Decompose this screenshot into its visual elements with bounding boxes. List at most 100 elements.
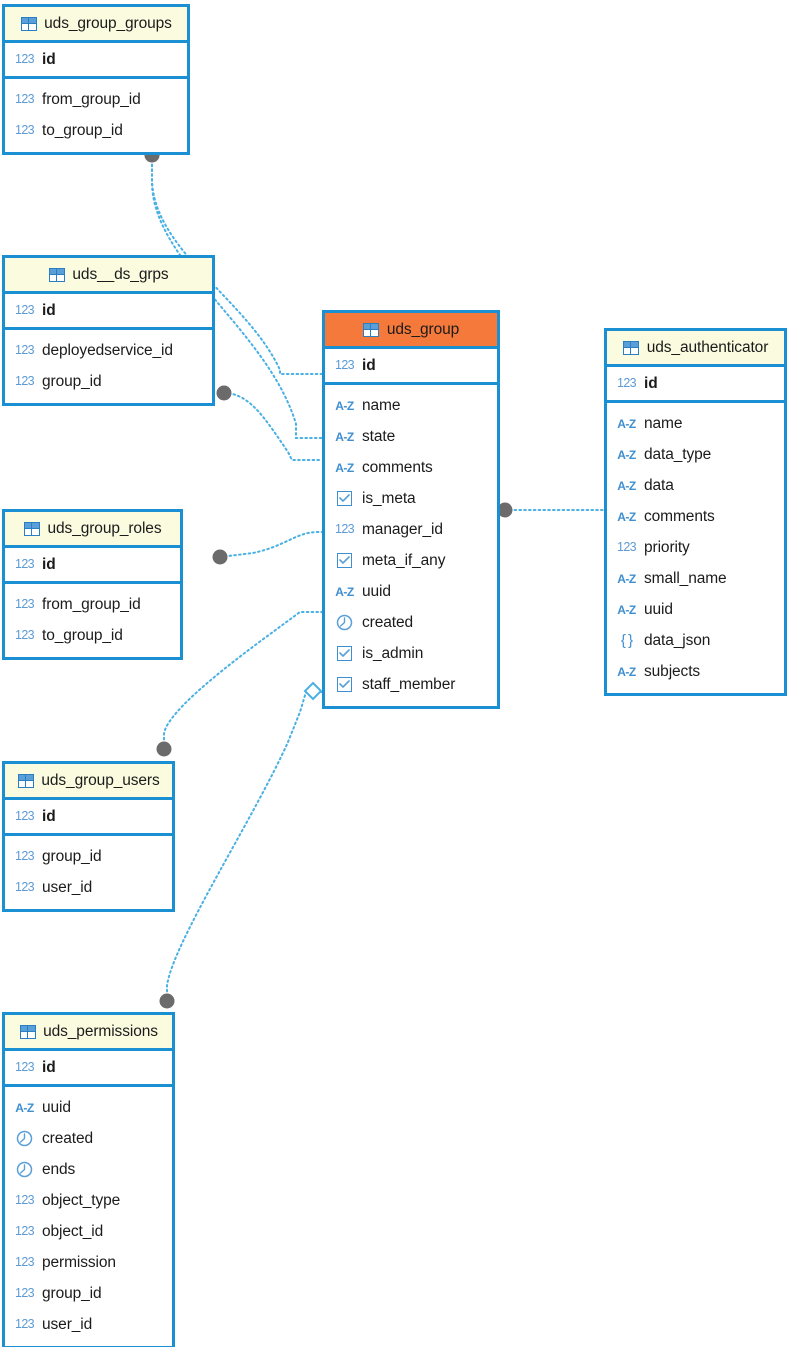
column-label: name bbox=[644, 414, 683, 432]
relationship-ds_grps-to-group-comments[interactable] bbox=[216, 385, 323, 461]
entity-column-row[interactable]: staff_member bbox=[325, 669, 497, 700]
column-label: uuid bbox=[42, 1098, 71, 1116]
entity-header-uds_group[interactable]: uds_group bbox=[325, 313, 497, 349]
checkbox-icon bbox=[334, 552, 355, 570]
column-label: small_name bbox=[644, 569, 727, 587]
entity-header-uds__ds_grps[interactable]: uds__ds_grps bbox=[5, 258, 212, 294]
column-label: staff_member bbox=[362, 675, 456, 693]
number-icon: 123 bbox=[14, 880, 35, 895]
table-icon bbox=[24, 520, 41, 538]
relationship-endpoint-circle bbox=[212, 549, 228, 565]
alpha-icon: A-Z bbox=[617, 664, 636, 679]
entity-header-uds_group_users[interactable]: uds_group_users bbox=[5, 764, 172, 800]
number-icon: 123 bbox=[14, 809, 35, 824]
entity-title: uds_group_groups bbox=[44, 14, 172, 32]
number-icon: 123 bbox=[14, 303, 35, 318]
entity-column-row[interactable]: ends bbox=[5, 1154, 172, 1185]
relationship-endpoint-circle bbox=[216, 385, 232, 401]
entity-title: uds_permissions bbox=[43, 1022, 158, 1040]
number-icon: 123 bbox=[14, 1224, 35, 1239]
relationship-endpoint-diamond bbox=[303, 681, 323, 701]
relationship-group-to-authenticator[interactable] bbox=[497, 502, 605, 518]
entity-column-row[interactable]: is_admin bbox=[325, 638, 497, 669]
entity-column-row[interactable]: created bbox=[325, 607, 497, 638]
column-label: data_json bbox=[644, 631, 711, 649]
checkbox-icon bbox=[334, 676, 355, 694]
number-icon: 123 bbox=[616, 376, 637, 391]
entity-header-uds_group_groups[interactable]: uds_group_groups bbox=[5, 7, 187, 43]
entity-column-row[interactable]: meta_if_any bbox=[325, 545, 497, 576]
entity-title: uds_group_users bbox=[41, 771, 160, 789]
relationship-group_roles-to-group-manager[interactable] bbox=[212, 531, 323, 565]
relationship-permissions-to-group-staff[interactable] bbox=[159, 681, 323, 1009]
number-icon: 123 bbox=[14, 123, 35, 138]
column-label: id bbox=[42, 301, 56, 319]
entity-column-row[interactable]: A-Z uuid bbox=[5, 1092, 172, 1123]
column-label: from_group_id bbox=[42, 595, 141, 613]
entity-column-row[interactable]: created bbox=[5, 1123, 172, 1154]
entity-primary-key-row[interactable]: 123 id bbox=[5, 294, 212, 330]
entity-column-row[interactable]: { }data_json bbox=[607, 625, 784, 656]
entity-header-uds_authenticator[interactable]: uds_authenticator bbox=[607, 331, 784, 367]
entity-header-uds_permissions[interactable]: uds_permissions bbox=[5, 1015, 172, 1051]
column-label: uuid bbox=[644, 600, 673, 618]
column-label: id bbox=[42, 807, 56, 825]
column-label: uuid bbox=[362, 582, 391, 600]
entity-title: uds_group bbox=[386, 320, 460, 338]
column-label: permission bbox=[42, 1253, 116, 1271]
entity-column-row[interactable]: 123 to_group_id bbox=[5, 115, 187, 146]
entity-primary-key-row[interactable]: 123 id bbox=[5, 800, 172, 836]
column-label: data bbox=[644, 476, 674, 494]
alpha-icon: A-Z bbox=[15, 1100, 34, 1115]
number-icon: 123 bbox=[14, 849, 35, 864]
number-icon: 123 bbox=[14, 628, 35, 643]
entity-column-row[interactable]: is_meta bbox=[325, 483, 497, 514]
column-label: subjects bbox=[644, 662, 701, 680]
column-label: manager_id bbox=[362, 520, 443, 538]
column-label: id bbox=[362, 356, 376, 374]
entity-header-uds_group_roles[interactable]: uds_group_roles bbox=[5, 512, 180, 548]
column-label: to_group_id bbox=[42, 121, 123, 139]
entity-column-row[interactable]: A-Z subjects bbox=[607, 656, 784, 687]
column-label: created bbox=[362, 613, 413, 631]
